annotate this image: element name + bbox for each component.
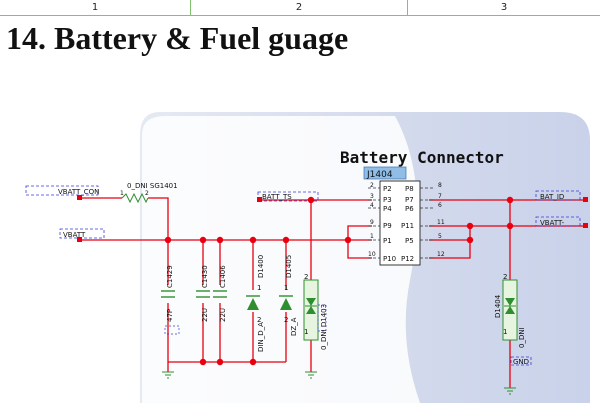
diode-value: DIN_D_A — [257, 322, 265, 352]
pin-name: P7 — [405, 196, 414, 204]
cap-ref: C1430 — [201, 265, 209, 288]
net-bat-id: BAT_ID — [540, 193, 564, 201]
net-label-box — [25, 185, 99, 196]
tvs-d1403 — [303, 279, 319, 341]
connector-heading: Battery Connector — [340, 148, 504, 167]
net-label-box — [257, 191, 319, 202]
pin-number: 2 — [370, 182, 374, 189]
net-label-box — [510, 356, 532, 366]
junction-dots — [164, 196, 514, 366]
ruler-column-1: 1 — [91, 2, 99, 13]
ground-symbols — [162, 371, 516, 395]
ferrite-pin-1: 1 — [120, 190, 124, 197]
ruler-column-2: 2 — [295, 2, 303, 13]
pin-number: 7 — [438, 193, 442, 200]
pin-name: P9 — [383, 222, 392, 230]
selection-highlight-white — [142, 116, 420, 403]
pin-number: 10 — [368, 251, 376, 258]
diode-pin: 1 — [257, 284, 261, 292]
connector-body — [379, 180, 421, 266]
cap-value: 22U — [219, 308, 227, 322]
capacitors — [161, 290, 227, 298]
connector-pin-stubs — [368, 187, 434, 259]
diode-ref: D1405 — [285, 255, 293, 278]
cap-ref: C1429 — [166, 265, 174, 288]
pin-number: 3 — [370, 193, 374, 200]
pin-name: P12 — [401, 255, 414, 263]
tvs-value: 0_DNI — [518, 327, 526, 348]
net-vbatt-con: VBATT_CON — [58, 188, 99, 196]
pin-name: P8 — [405, 185, 414, 193]
pin-name: P3 — [383, 196, 392, 204]
net-label-box — [535, 190, 581, 201]
diode-d1400 — [246, 295, 260, 310]
tvs-pin: 1 — [304, 328, 308, 336]
pin-number: 5 — [438, 233, 442, 240]
cap-value: 47P — [166, 309, 174, 322]
tvs-pin: 2 — [503, 273, 507, 281]
pin-number: 11 — [437, 219, 445, 226]
connector-refdes: J1404 — [366, 170, 393, 180]
pin-number: 6 — [438, 202, 442, 209]
cap-value: 22U — [201, 308, 209, 322]
net-batt-ts: BATT_TS — [262, 193, 292, 201]
cap-ref: C1406 — [219, 265, 227, 288]
cap-value-box — [164, 325, 180, 335]
diode-pin: 1 — [284, 284, 288, 292]
tvs-pin: 1 — [503, 328, 507, 336]
diode-pin: 2 — [257, 316, 261, 324]
ruler-divider — [190, 0, 191, 15]
pin-number: 12 — [437, 251, 445, 258]
offpage-markers — [77, 195, 588, 242]
pin-number: 8 — [438, 182, 442, 189]
diode-pin: 2 — [284, 316, 288, 324]
column-ruler: 1 2 3 — [0, 0, 600, 16]
net-gnd: GND — [513, 358, 529, 366]
tvs-ref: 0_DNI D1403 — [320, 304, 328, 350]
pin-name: P1 — [383, 237, 392, 245]
net-vbatt-neg: VBATT- — [540, 219, 565, 227]
pin-number: 1 — [370, 233, 374, 240]
page-title: 14. Battery & Fuel guage — [6, 20, 349, 56]
ferrite-label: 0_DNI SG1401 — [127, 182, 178, 190]
ruler-column-3: 3 — [500, 2, 508, 13]
diode-ref: D1400 — [257, 255, 265, 278]
pin-name: P10 — [383, 255, 396, 263]
pin-name: P11 — [401, 222, 414, 230]
diode-value: DZ_A — [290, 317, 298, 336]
pin-name: P2 — [383, 185, 392, 193]
tvs-d1404 — [502, 279, 518, 341]
connector-refdes-box — [363, 166, 407, 180]
ferrite-pin-2: 2 — [145, 190, 149, 197]
ruler-divider — [407, 0, 408, 15]
pin-number: 9 — [370, 219, 374, 226]
tvs-ref: D1404 — [494, 294, 502, 318]
tvs-pin: 2 — [304, 273, 308, 281]
diode-d1405 — [279, 295, 293, 310]
ferrite-sg1401: 1 2 0_DNI SG1401 — [120, 182, 178, 204]
net-label-box — [535, 216, 581, 227]
pin-name: P5 — [405, 237, 414, 245]
pin-name: P6 — [405, 205, 414, 213]
tvs-value-box — [317, 304, 327, 332]
pin-name: P4 — [383, 205, 392, 213]
net-vbatt: VBATT — [63, 231, 86, 239]
pin-number: 4 — [370, 202, 374, 209]
